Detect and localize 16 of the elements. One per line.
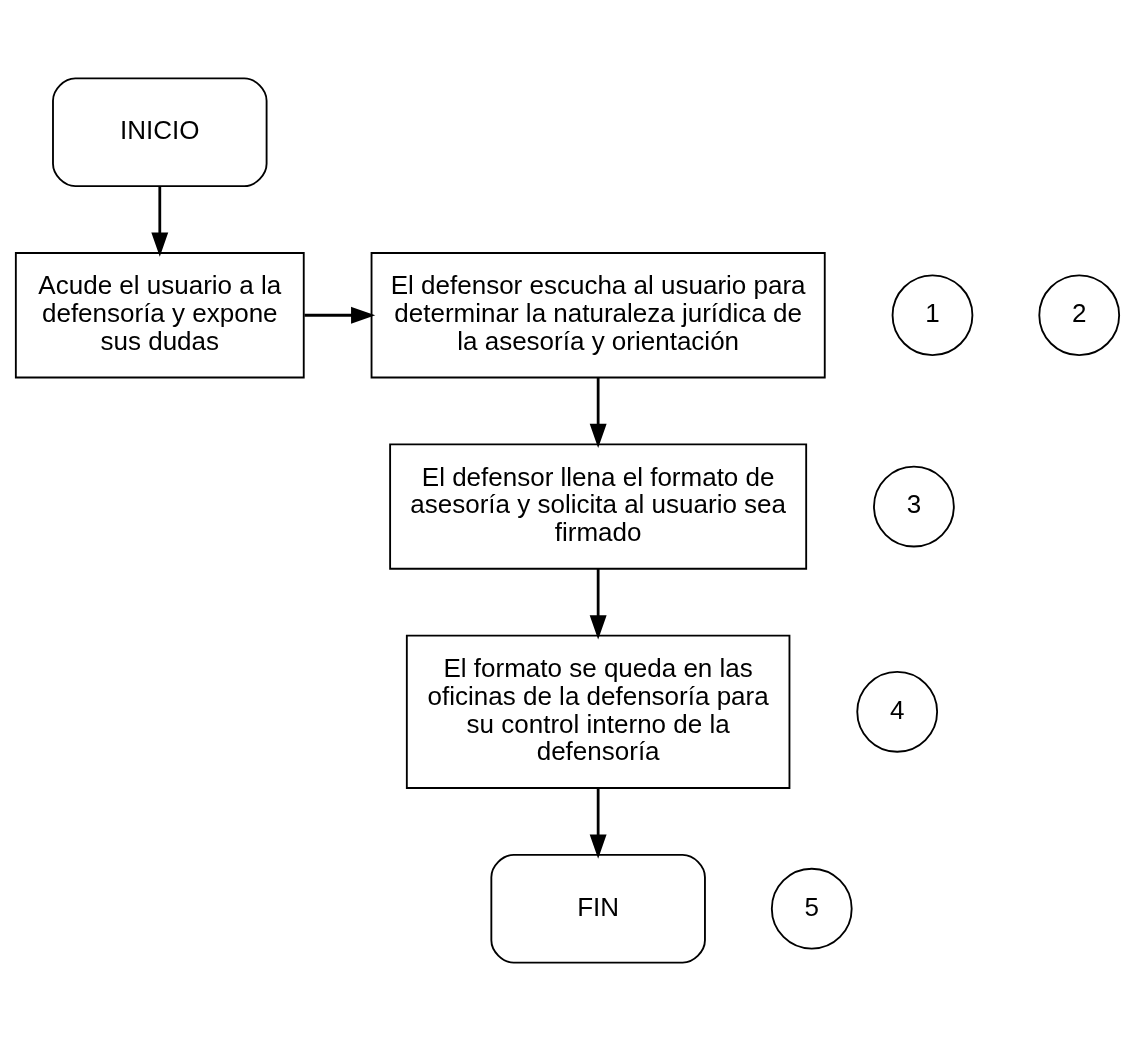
node-circle: 3 [873, 465, 955, 548]
node-circle: 5 [770, 867, 853, 950]
node-box: El formato se queda en las oficinas de la defensoría para su control interno de la defensoría [405, 634, 791, 789]
node-circle: 4 [856, 670, 939, 753]
node-box: El defensor escucha al usuario para determinar la naturaleza jurídica de la asesoría y orientación [370, 252, 826, 379]
arrow [589, 788, 607, 859]
node-circle: 2 [1038, 274, 1121, 357]
node-box: Acude el usuario a la defensoría y expone sus dudas [14, 252, 305, 379]
node-box: El defensor llena el formato de asesoría y solicita al usuario sea firmado [389, 443, 808, 570]
node-box: INICIO [52, 77, 268, 188]
arrow [151, 186, 169, 257]
arrow [589, 568, 607, 640]
arrow [304, 306, 376, 324]
node-box: FIN [490, 853, 706, 964]
node-circle: 1 [891, 274, 974, 357]
arrow [589, 377, 607, 448]
